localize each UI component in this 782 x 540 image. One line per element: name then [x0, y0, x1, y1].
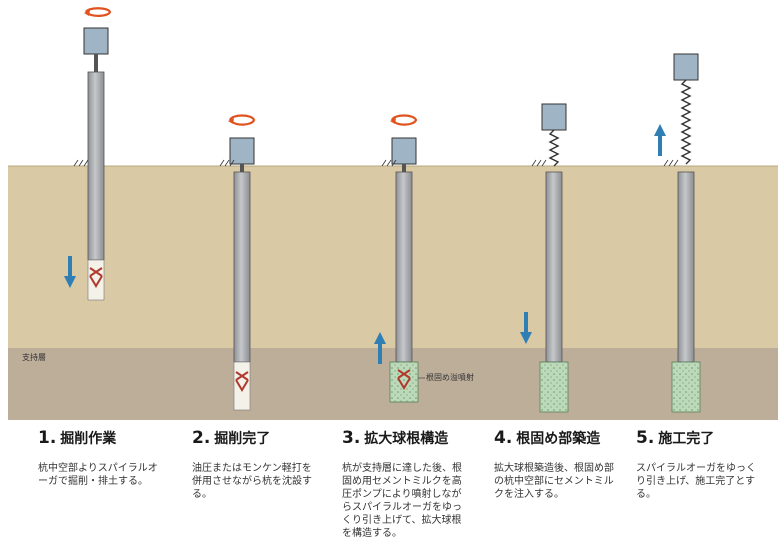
up-arrowhead-icon [374, 332, 386, 344]
step-5-title: 5.施工完了 [636, 428, 782, 448]
auger-shaft [402, 164, 406, 174]
down-arrowhead-icon [64, 276, 76, 288]
auger-shaft [94, 54, 98, 74]
step-4-title: 4.根固め部築造 [494, 428, 644, 448]
rotation-icon [228, 114, 256, 126]
step-1: 1.掘削作業 杭中空部よりスパイラルオーガで掘削・排土する。 [38, 428, 188, 488]
pile-body [677, 171, 695, 363]
excavated-hole [233, 361, 251, 411]
auger-shaft [240, 164, 244, 174]
down-arrowhead-icon [520, 332, 532, 344]
step-5: 5.施工完了 スパイラルオーガをゆっくり引き上げ、施工完了とする。 [636, 428, 782, 501]
step-3-heading: 拡大球根構造 [364, 431, 449, 447]
step-5-heading: 施工完了 [658, 431, 715, 447]
motor-box [229, 137, 255, 165]
support-layer-label: 支持層 [22, 353, 46, 362]
up-arrow-icon [378, 342, 382, 364]
up-arrow-icon [658, 134, 662, 156]
ground-hatch [663, 159, 679, 167]
step-3-title: 3.拡大球根構造 [342, 428, 492, 448]
excavated-hole [87, 259, 105, 301]
down-arrow-icon [68, 256, 72, 278]
cement-bulb [389, 361, 419, 403]
step-3: 3.拡大球根構造 杭が支持層に達した後、根固め用セメントミルクを高圧ポンプにより… [342, 428, 492, 540]
pile-step-3 [374, 114, 425, 403]
up-arrowhead-icon [654, 124, 666, 136]
ground-hatch [219, 159, 235, 167]
pile-step-5 [654, 53, 701, 413]
step-2-description: 油圧またはモンケン軽打を併用させながら杭を沈設する。 [192, 463, 312, 500]
step-4-description: 拡大球根築造後、根固め部の杭中空部にセメントミルクを注入する。 [494, 463, 614, 500]
ground-layer [8, 166, 778, 348]
step-2: 2.掘削完了 油圧またはモンケン軽打を併用させながら杭を沈設する。 [192, 428, 342, 501]
spiral-auger-icon [680, 79, 692, 165]
pile-body [545, 171, 563, 363]
down-arrow-icon [524, 312, 528, 334]
auger-bit-icon [89, 267, 103, 288]
motor-box [673, 53, 699, 81]
motor-box [83, 27, 109, 55]
step-1-description: 杭中空部よりスパイラルオーガで掘削・排土する。 [38, 463, 158, 487]
rotation-arrowhead-icon [84, 10, 90, 16]
motor-box [541, 103, 567, 131]
pile-step-4 [520, 103, 569, 413]
cement-jet-label: 根固め溢噴射 [426, 373, 474, 382]
rotation-icon [84, 7, 112, 17]
step-4-number: 4. [494, 428, 513, 448]
construction-diagram [8, 7, 778, 420]
ground-hatch [531, 159, 547, 167]
step-3-number: 3. [342, 428, 361, 448]
pile-step-1 [64, 7, 112, 301]
step-2-heading: 掘削完了 [214, 431, 271, 447]
step-2-number: 2. [192, 428, 211, 448]
auger-bit-icon [235, 371, 249, 392]
step-5-description: スパイラルオーガをゆっくり引き上げ、施工完了とする。 [636, 463, 756, 500]
step-2-title: 2.掘削完了 [192, 428, 342, 448]
auger-bit-icon [397, 369, 411, 390]
rotation-icon [390, 114, 418, 126]
pile-step-2 [219, 114, 256, 411]
pile-body [233, 171, 251, 363]
ground-hatch [381, 159, 397, 167]
step-5-number: 5. [636, 428, 655, 448]
rotation-arrowhead-icon [228, 118, 234, 124]
step-1-heading: 掘削作業 [60, 431, 117, 447]
step-3-description: 杭が支持層に達した後、根固め用セメントミルクを高圧ポンプにより噴射しながらスパイ… [342, 463, 462, 539]
spiral-auger-icon [548, 129, 560, 167]
ground-hatch [73, 159, 89, 167]
step-4: 4.根固め部築造 拡大球根築造後、根固め部の杭中空部にセメントミルクを注入する。 [494, 428, 644, 501]
cement-root [539, 361, 569, 413]
cement-root [671, 361, 701, 413]
rotation-arrowhead-icon [390, 118, 396, 124]
step-1-title: 1.掘削作業 [38, 428, 188, 448]
pile-body [87, 71, 105, 261]
pile-body [395, 171, 413, 363]
step-1-number: 1. [38, 428, 57, 448]
step-4-heading: 根固め部築造 [516, 431, 601, 447]
motor-box [391, 137, 417, 165]
